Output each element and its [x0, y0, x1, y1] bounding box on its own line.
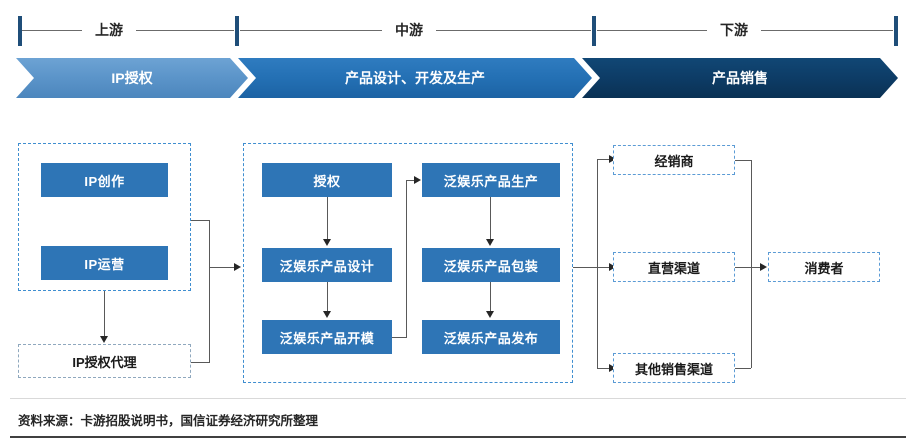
- connector-molding-elbow-vertical: [406, 180, 407, 338]
- box-consumer[interactable]: 消费者: [768, 252, 880, 282]
- box-other-channels[interactable]: 其他销售渠道: [613, 353, 735, 383]
- chevron-downstream-label: 产品销售: [712, 70, 768, 86]
- arrowhead-to-distributor: [609, 155, 616, 163]
- box-direct-channel[interactable]: 直营渠道: [613, 252, 735, 282]
- ruler-tick-2: [592, 16, 596, 46]
- connector-downstream-distribution-trunk: [597, 159, 598, 368]
- connector-design-to-molding: [327, 282, 328, 312]
- ruler-label-midstream: 中游: [395, 22, 423, 38]
- connector-upstream-bracket-vertical: [209, 220, 210, 363]
- box-ip-licensing-agent-label: IP授权代理: [72, 354, 137, 370]
- box-ip-creation-label: IP创作: [84, 173, 125, 189]
- connector-to-other-channels: [597, 368, 611, 369]
- box-product-design[interactable]: 泛娱乐产品设计: [262, 248, 392, 282]
- connector-agent-bracket-bottom: [191, 362, 209, 363]
- chevron-midstream-label: 产品设计、开发及生产: [345, 70, 485, 86]
- arrowhead-auth-to-design: [323, 239, 331, 246]
- arrowhead-to-consumer: [760, 263, 767, 271]
- box-ip-licensing-agent[interactable]: IP授权代理: [18, 344, 191, 378]
- connector-molding-to-production: [406, 180, 416, 181]
- box-authorization[interactable]: 授权: [262, 163, 392, 197]
- connector-packaging-to-release: [490, 282, 491, 312]
- box-other-channels-label: 其他销售渠道: [634, 361, 713, 377]
- ruler-tick-1: [235, 16, 239, 46]
- stage-chevron-banner: IP授权 产品设计、开发及生产 产品销售: [0, 58, 916, 98]
- connector-upstream-bracket-top: [191, 220, 209, 221]
- ruler-line-seg0a: [22, 30, 82, 31]
- box-product-release-label: 泛娱乐产品发布: [443, 330, 539, 346]
- ruler-tick-3: [894, 16, 898, 46]
- chevron-downstream[interactable]: 产品销售: [582, 58, 898, 98]
- ruler-line-seg2a: [597, 30, 707, 31]
- arrowhead-production-to-packaging: [486, 239, 494, 246]
- arrowhead-to-other-channels: [609, 364, 616, 372]
- footer-rule: [10, 436, 906, 438]
- box-ip-creation[interactable]: IP创作: [41, 163, 168, 197]
- footer-divider: [10, 398, 906, 399]
- box-ip-operation-label: IP运营: [84, 256, 125, 272]
- connector-to-consumer: [735, 267, 763, 268]
- ruler-line-seg2b: [761, 30, 893, 31]
- box-authorization-label: 授权: [313, 173, 341, 189]
- connector-auth-to-design: [327, 197, 328, 240]
- box-consumer-label: 消费者: [804, 260, 844, 276]
- connector-molding-elbow-bottom: [392, 337, 406, 338]
- box-product-production-label: 泛娱乐产品生产: [443, 173, 539, 189]
- box-direct-channel-label: 直营渠道: [647, 260, 700, 276]
- arrowhead-design-to-molding: [323, 311, 331, 318]
- arrowhead-packaging-to-release: [486, 311, 494, 318]
- footer-source: 资料来源：卡游招股说明书，国信证券经济研究所整理: [18, 414, 319, 428]
- connector-downstream-collector-trunk: [751, 160, 752, 368]
- ruler-label-downstream: 下游: [720, 22, 748, 38]
- box-product-release[interactable]: 泛娱乐产品发布: [422, 320, 560, 354]
- ruler-line-seg1a: [240, 30, 382, 31]
- arrowhead-upstream-to-agent: [100, 336, 108, 343]
- group-midstream: [243, 143, 573, 383]
- connector-upstream-to-agent: [104, 291, 105, 337]
- stage-ruler: 上游 中游 下游: [0, 16, 916, 52]
- arrowhead-upstream-to-midstream: [234, 263, 241, 271]
- chevron-upstream[interactable]: IP授权: [16, 58, 248, 98]
- box-distributor-label: 经销商: [654, 153, 694, 169]
- connector-to-distributor: [597, 159, 611, 160]
- box-product-design-label: 泛娱乐产品设计: [279, 258, 375, 274]
- box-product-packaging[interactable]: 泛娱乐产品包装: [422, 248, 560, 282]
- connector-distributor-out: [735, 160, 751, 161]
- ruler-tick-0: [18, 16, 22, 46]
- connector-to-direct-channel: [597, 267, 611, 268]
- chevron-midstream[interactable]: 产品设计、开发及生产: [238, 58, 592, 98]
- ruler-line-seg1b: [436, 30, 591, 31]
- box-ip-operation[interactable]: IP运营: [41, 246, 168, 280]
- box-product-molding[interactable]: 泛娱乐产品开模: [262, 320, 392, 354]
- chevron-upstream-label: IP授权: [111, 70, 153, 86]
- ruler-label-upstream: 上游: [95, 22, 123, 38]
- ruler-line-seg0b: [136, 30, 234, 31]
- connector-production-to-packaging: [490, 197, 491, 240]
- connector-upstream-to-midstream: [209, 267, 236, 268]
- box-product-production[interactable]: 泛娱乐产品生产: [422, 163, 560, 197]
- connector-other-channels-out: [735, 368, 751, 369]
- group-upstream: [18, 143, 191, 291]
- box-distributor[interactable]: 经销商: [613, 145, 735, 175]
- box-product-molding-label: 泛娱乐产品开模: [279, 330, 375, 346]
- connector-midstream-out: [573, 267, 597, 268]
- box-product-packaging-label: 泛娱乐产品包装: [443, 258, 539, 274]
- arrowhead-to-direct-channel: [609, 263, 616, 271]
- arrowhead-molding-to-production: [414, 176, 421, 184]
